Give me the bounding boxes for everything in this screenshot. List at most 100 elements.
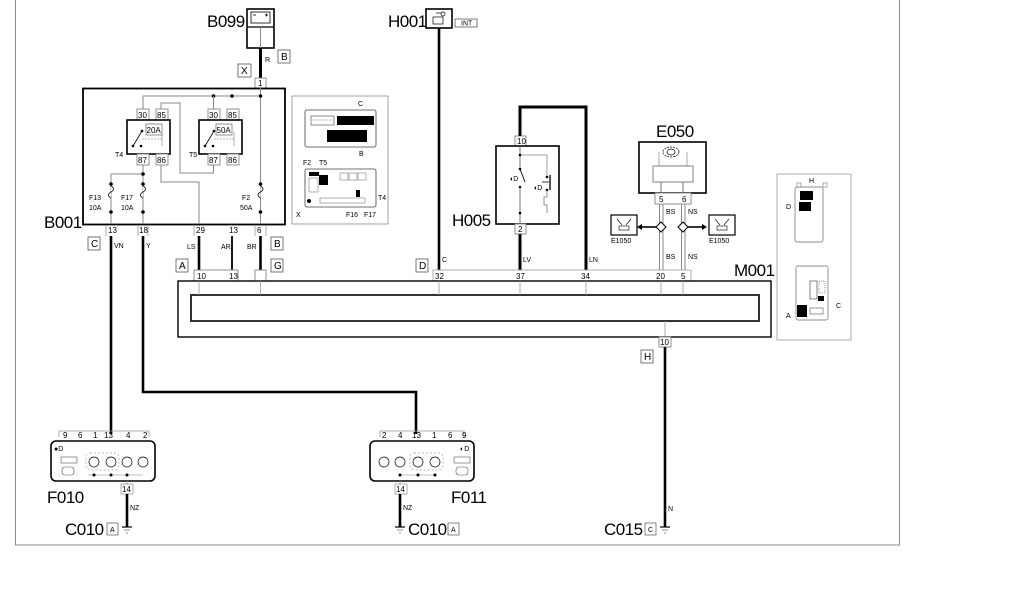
svg-text:E1050: E1050 [611, 238, 631, 245]
ignition-switch-icon [432, 11, 446, 25]
svg-text:13: 13 [104, 431, 113, 440]
component-f010[interactable]: 9 6 1 13 4 2 ●D 14 [50, 430, 156, 495]
relay-t5-id: T5 [189, 152, 197, 159]
svg-text:F16: F16 [346, 212, 358, 219]
component-h001[interactable]: H001 INT [388, 8, 478, 31]
b001-label: B001 [44, 213, 82, 232]
light-switch-icon [662, 146, 680, 158]
f010-label: F010 [47, 488, 84, 507]
connector-tag-b001-c: C [87, 236, 101, 251]
connector-tag-b099-b: B [277, 49, 291, 64]
svg-text:H: H [809, 178, 814, 185]
bulb-icons [88, 456, 149, 468]
svg-text:F17: F17 [121, 195, 133, 202]
wire-label-ar: AR [221, 244, 231, 251]
svg-text:C: C [836, 303, 841, 310]
svg-text:B: B [281, 52, 288, 63]
component-e050[interactable]: E050 5 6 [638, 122, 707, 205]
svg-text:29: 29 [196, 226, 205, 235]
svg-text:F13: F13 [89, 195, 101, 202]
ground-c010-right: C010 A [395, 520, 460, 539]
svg-text:2: 2 [382, 431, 387, 440]
can-network-icon [616, 218, 632, 231]
wire-ns[interactable] [681, 204, 686, 270]
svg-text:50A: 50A [240, 205, 253, 212]
svg-text:10: 10 [197, 272, 206, 281]
svg-text:86: 86 [157, 156, 166, 165]
component-e1050-left[interactable]: E1050 [610, 214, 638, 245]
fuse-f2: F2 50A [240, 182, 264, 214]
svg-text:85: 85 [228, 111, 237, 120]
b099-label: B099 [207, 12, 245, 31]
wire-ln[interactable] [518, 105, 588, 270]
svg-text:H: H [644, 352, 651, 363]
component-m001[interactable]: M001 10 13 32 37 34 20 5 10 [177, 261, 775, 348]
svg-text:87: 87 [138, 156, 147, 165]
wire-y[interactable] [141, 236, 418, 434]
svg-text:5: 5 [659, 195, 664, 204]
svg-text:C010: C010 [65, 520, 104, 539]
ground-icon [122, 526, 132, 534]
pin-b001-in: 1 [258, 79, 263, 88]
relay-t4: 30 85 20A T4 87 86 [115, 108, 171, 166]
connector-tag-m001-h: H [640, 349, 654, 364]
wire-label-ns-1: NS [688, 209, 698, 216]
h005-label: H005 [452, 211, 491, 230]
svg-text:10: 10 [517, 137, 526, 146]
svg-text:18: 18 [139, 226, 148, 235]
svg-text:A: A [179, 261, 186, 272]
svg-text:2: 2 [143, 431, 148, 440]
connector-tag-b099-x: X [237, 63, 252, 78]
relay-t4-id: T4 [115, 152, 123, 159]
svg-text:D: D [419, 261, 426, 272]
wire-label-ls: LS [187, 244, 196, 251]
svg-text:86: 86 [228, 156, 237, 165]
connector-tag-m001-a: A [175, 258, 189, 273]
svg-text:9: 9 [462, 431, 467, 440]
wire-label-nz-left: NZ [130, 505, 140, 512]
component-b001[interactable]: B001 30 85 20A T4 87 86 [44, 87, 286, 232]
b001-output-pins: 13 18 29 13 6 [105, 225, 267, 236]
wire-label-nz-right: NZ [403, 505, 413, 512]
bulb-icons [378, 456, 441, 468]
wire-label-ln: LN [589, 257, 598, 264]
fuse-f17: F17 10A [121, 182, 146, 214]
svg-text:T5: T5 [319, 160, 327, 167]
svg-text:20A: 20A [147, 126, 162, 135]
wire-label-y: Y [146, 243, 151, 250]
battery-icon [250, 11, 271, 24]
e050-label: E050 [656, 122, 694, 141]
svg-text:F17: F17 [364, 212, 376, 219]
svg-text:20: 20 [656, 272, 665, 281]
svg-text:D: D [786, 204, 791, 211]
svg-text:5: 5 [681, 272, 686, 281]
svg-text:30: 30 [209, 111, 218, 120]
wire-label-n: N [668, 506, 673, 513]
wire-label-c: C [442, 257, 447, 264]
svg-text:B: B [274, 239, 281, 250]
svg-text:G: G [274, 261, 282, 272]
wire-bs[interactable] [659, 204, 664, 270]
svg-text:13: 13 [229, 226, 238, 235]
component-e1050-right[interactable]: E1050 [708, 214, 736, 245]
svg-text:X: X [296, 212, 301, 219]
component-h005[interactable]: H005 10 ◖D ◖D 2 [452, 135, 560, 235]
svg-text:4: 4 [126, 431, 131, 440]
inset-m001-location: H D A C [776, 173, 852, 341]
svg-text:14: 14 [396, 485, 405, 494]
svg-text:E1050: E1050 [709, 238, 729, 245]
svg-text:T4: T4 [378, 195, 386, 202]
svg-text:C: C [648, 527, 653, 534]
connector-tag-m001-g: G [270, 258, 284, 273]
svg-text:4: 4 [398, 431, 403, 440]
svg-text:6: 6 [78, 431, 83, 440]
component-b099[interactable]: B099 [207, 8, 275, 49]
svg-text:C010: C010 [408, 520, 447, 539]
h001-label: H001 [388, 12, 427, 31]
svg-text:10A: 10A [121, 205, 134, 212]
wire-label-bs-2: BS [666, 254, 676, 261]
wire-label-r: R [265, 57, 270, 64]
component-f011[interactable]: 2 4 13 1 6 9 ◐D 14 [369, 430, 475, 495]
svg-text:F2: F2 [242, 195, 250, 202]
